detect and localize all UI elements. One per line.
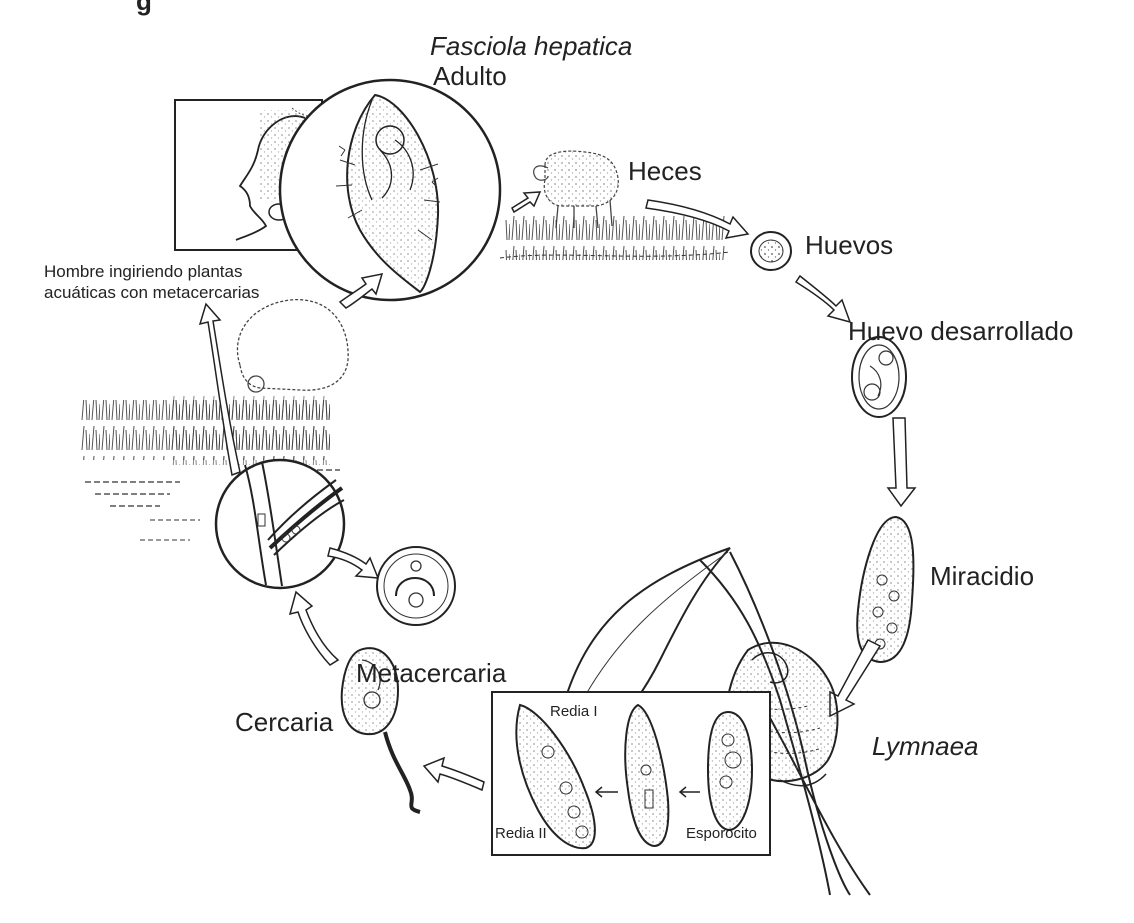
arrow-developed-to-miracidium [888,418,915,506]
cropped-header-fragment: g [136,0,152,17]
cercaria-label: Cercaria [235,707,333,738]
redia1-label: Redia I [550,703,598,720]
feces-label: Heces [628,156,702,187]
adult-fluke-circle [280,80,500,300]
sporocyst-shape [708,712,752,830]
species-label: Fasciola hepatica [430,31,632,62]
redia2-label: Redia II [495,825,547,842]
arrow-redia-to-cercaria [424,758,484,790]
arrow-cercaria-to-plant [290,592,338,665]
snail-label: Lymnaea [872,731,979,762]
metacercaria-on-plant-circle [216,460,344,588]
metacercaria-illustration [377,547,455,625]
human-label-line2: acuáticas con metacercarias [44,283,259,303]
eggs-label: Huevos [805,230,893,261]
sporocyst-label: Esporocito [686,825,757,842]
developed-egg-illustration [852,337,906,417]
metacercaria-label: Metacercaria [356,658,506,689]
arrow-adult-to-host [512,192,540,212]
arrow-plant-to-metacercaria [328,548,378,578]
miracidium-label: Miracidio [930,561,1034,592]
arrow-miracidium-to-snail [830,640,880,716]
adult-label: Adulto [433,61,507,92]
miracidium-illustration [857,517,913,662]
human-label-line1: Hombre ingiriendo plantas [44,262,242,282]
developed-egg-label: Huevo desarrollado [848,316,1073,347]
arrow-eggs-to-developed [796,276,850,322]
egg-illustration [751,232,791,270]
